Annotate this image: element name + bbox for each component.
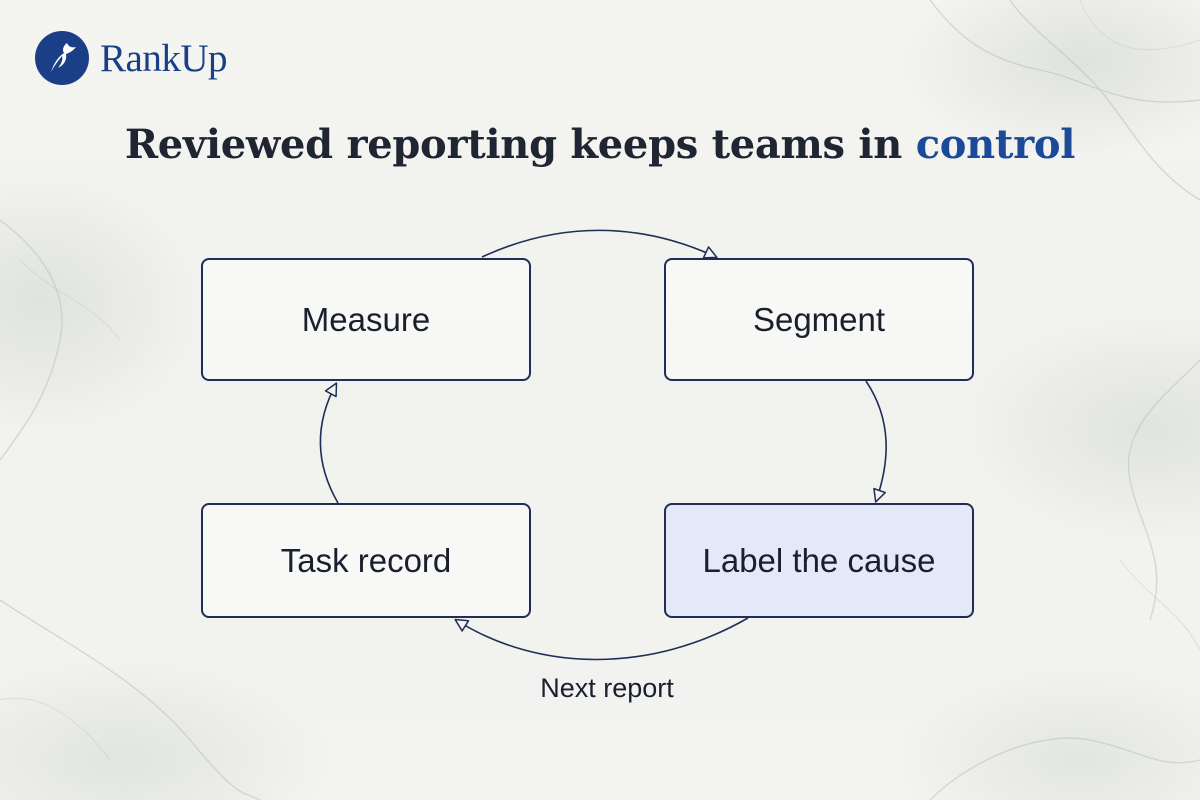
node-task-record: Task record [201,503,531,618]
page-title: Reviewed reporting keeps teams in contro… [0,121,1200,168]
arrow-label-to-task [454,617,749,661]
brand-logo: RankUp [34,29,228,87]
title-main-text: Reviewed reporting keeps teams in [124,121,916,168]
arrow-task-to-measure [319,382,339,504]
node-measure: Measure [201,258,531,381]
brand-name: RankUp [100,36,228,80]
arrow-segment-to-label [865,380,887,503]
loop-label: Next report [540,673,674,703]
node-label-the-cause: Label the cause [664,503,974,618]
arrow-measure-to-segment [481,229,718,259]
title-accent-text: control [915,121,1076,168]
node-segment: Segment [664,258,974,381]
brand-mark-icon [35,31,89,85]
